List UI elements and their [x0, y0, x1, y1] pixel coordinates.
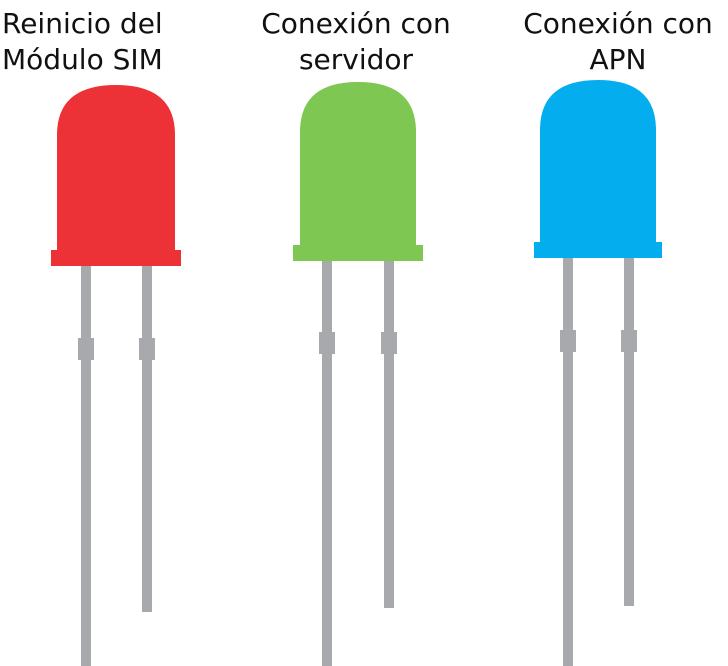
green-led-icon: [293, 82, 423, 666]
led-red: Reinicio del Módulo SIM: [2, 0, 216, 666]
led-green-flange: [293, 245, 423, 261]
led-blue-dome: [540, 80, 656, 244]
red-led-icon: [51, 85, 181, 666]
led-green-label-line2: servidor: [298, 43, 414, 76]
led-green-lead-left: [322, 260, 332, 666]
led-red-label: Reinicio del Módulo SIM: [2, 6, 202, 78]
led-blue-label-line1: Conexión con: [523, 7, 713, 40]
led-red-lead-left: [81, 262, 91, 666]
led-green-label-line1: Conexión con: [261, 7, 451, 40]
led-red-lead-right-bend: [139, 338, 155, 360]
led-green-label: Conexión con servidor: [256, 6, 456, 78]
led-red-lead-right: [142, 262, 152, 612]
blue-led-icon: [534, 80, 662, 666]
led-red-label-line1: Reinicio del: [2, 7, 163, 40]
led-blue-flange: [534, 242, 662, 258]
led-green-lead-right-bend: [381, 332, 397, 354]
led-blue-lead-left: [563, 256, 573, 666]
led-green-lead-left-bend: [319, 332, 335, 354]
led-blue-label: Conexión con APN: [518, 6, 718, 78]
led-blue-lead-right: [624, 256, 634, 606]
led-blue-label-line2: APN: [589, 43, 647, 76]
led-red-dome: [57, 85, 175, 252]
led-red-label-line2: Módulo SIM: [2, 43, 163, 76]
led-red-lead-left-bend: [78, 338, 94, 360]
led-green: Conexión con servidor: [256, 0, 456, 666]
led-green-lead-right: [384, 260, 394, 608]
led-blue: Conexión con APN: [498, 0, 713, 666]
led-blue-lead-right-bend: [621, 330, 637, 352]
led-red-flange: [51, 250, 181, 266]
led-green-dome: [300, 82, 416, 247]
led-blue-lead-left-bend: [560, 330, 576, 352]
